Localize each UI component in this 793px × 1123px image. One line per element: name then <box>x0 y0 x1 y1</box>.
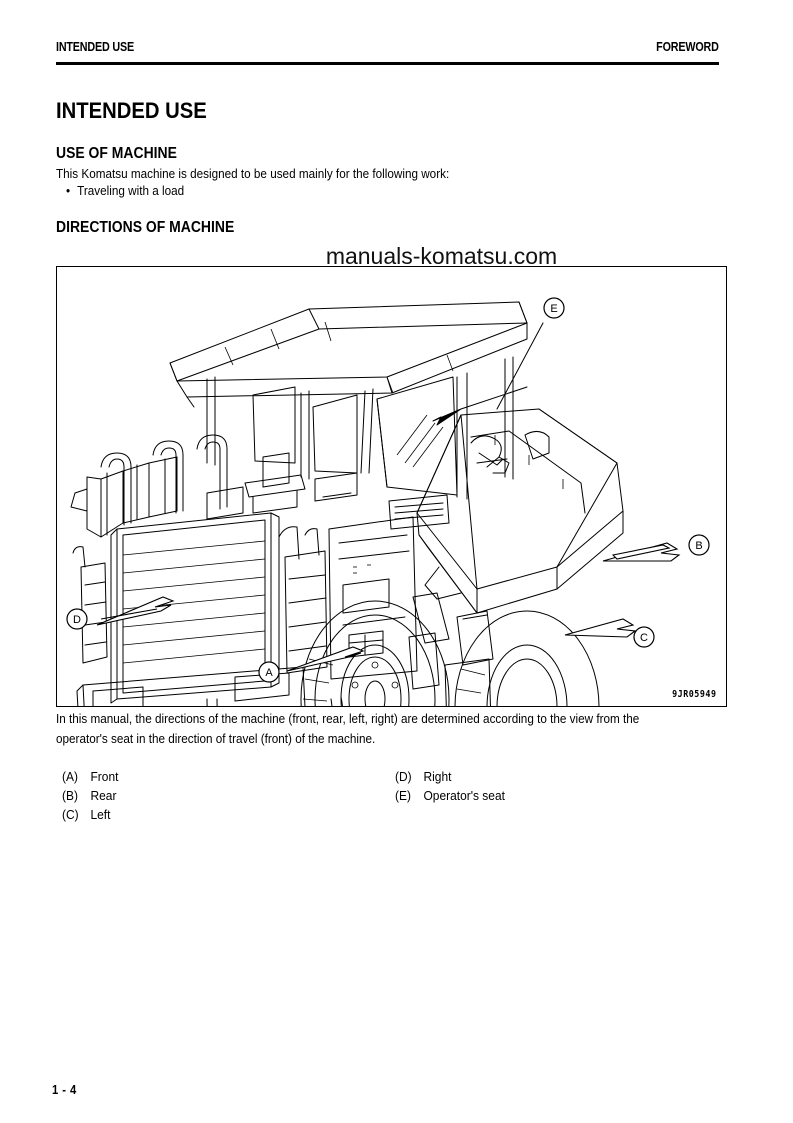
legend-label-c: Left <box>90 808 111 822</box>
page-title: INTENDED USE <box>56 98 207 123</box>
section-heading-use-of-machine: USE OF MACHINE <box>56 145 177 162</box>
callout-a: A <box>258 646 365 683</box>
watermark-text: manuals-komatsu.com <box>325 243 558 269</box>
callout-e: E <box>496 297 565 410</box>
legend-item-e: (E) Operator's seat <box>395 789 505 808</box>
caption-line-2: operator's seat in the direction of trav… <box>56 732 376 746</box>
legend-key-e: (E) <box>395 789 411 803</box>
callout-b: B <box>602 534 710 562</box>
header-chapter-title: FOREWORD <box>656 40 719 54</box>
legend-label-b: Rear <box>90 789 117 803</box>
svg-text:A: A <box>265 667 273 679</box>
bullet-icon: • <box>66 184 71 198</box>
legend-item-c: (C) Left <box>62 808 118 827</box>
legend-key-d: (D) <box>395 770 412 784</box>
legend-item-d: (D) Right <box>395 770 505 789</box>
svg-text:E: E <box>550 303 557 315</box>
legend-item-b: (B) Rear <box>62 789 118 808</box>
legend-column-left: (A) Front (B) Rear (C) Left <box>62 770 121 827</box>
caption-line-1: In this manual, the directions of the ma… <box>56 712 640 726</box>
svg-text:D: D <box>73 614 81 626</box>
legend-label-e: Operator's seat <box>423 789 505 803</box>
legend-key-c: (C) <box>62 808 79 822</box>
list-item: • Traveling with a load <box>66 184 184 198</box>
header-section-title: INTENDED USE <box>56 40 134 54</box>
section-heading-directions-of-machine: DIRECTIONS OF MACHINE <box>56 219 235 236</box>
intro-paragraph: This Komatsu machine is designed to be u… <box>56 167 450 181</box>
callout-legend: (A) Front (B) Rear (C) Left (D) Right (E) Ope… <box>0 770 793 840</box>
legend-column-right: (D) Right (E) Operator's seat <box>395 770 511 808</box>
list-item-label: Traveling with a load <box>77 184 185 198</box>
svg-text:B: B <box>695 540 702 552</box>
legend-label-d: Right <box>423 770 452 784</box>
callout-d: D <box>66 596 175 630</box>
figure-machine-directions: E B C D <box>56 266 727 707</box>
legend-label-a: Front <box>90 770 119 784</box>
callout-c: C <box>564 618 655 648</box>
legend-item-a: (A) Front <box>62 770 118 789</box>
page-number: 1 - 4 <box>52 1083 77 1097</box>
running-header: INTENDED USE FOREWORD <box>56 40 719 64</box>
svg-text:C: C <box>640 632 648 644</box>
figure-code: 9JR05949 <box>672 689 717 700</box>
dump-truck-line-drawing: E B C D <box>66 297 710 706</box>
legend-key-b: (B) <box>62 789 78 803</box>
watermark: manuals-komatsu.com <box>0 243 793 270</box>
figure-caption: In this manual, the directions of the ma… <box>56 709 736 749</box>
header-rule <box>56 62 719 65</box>
legend-key-a: (A) <box>62 770 78 784</box>
